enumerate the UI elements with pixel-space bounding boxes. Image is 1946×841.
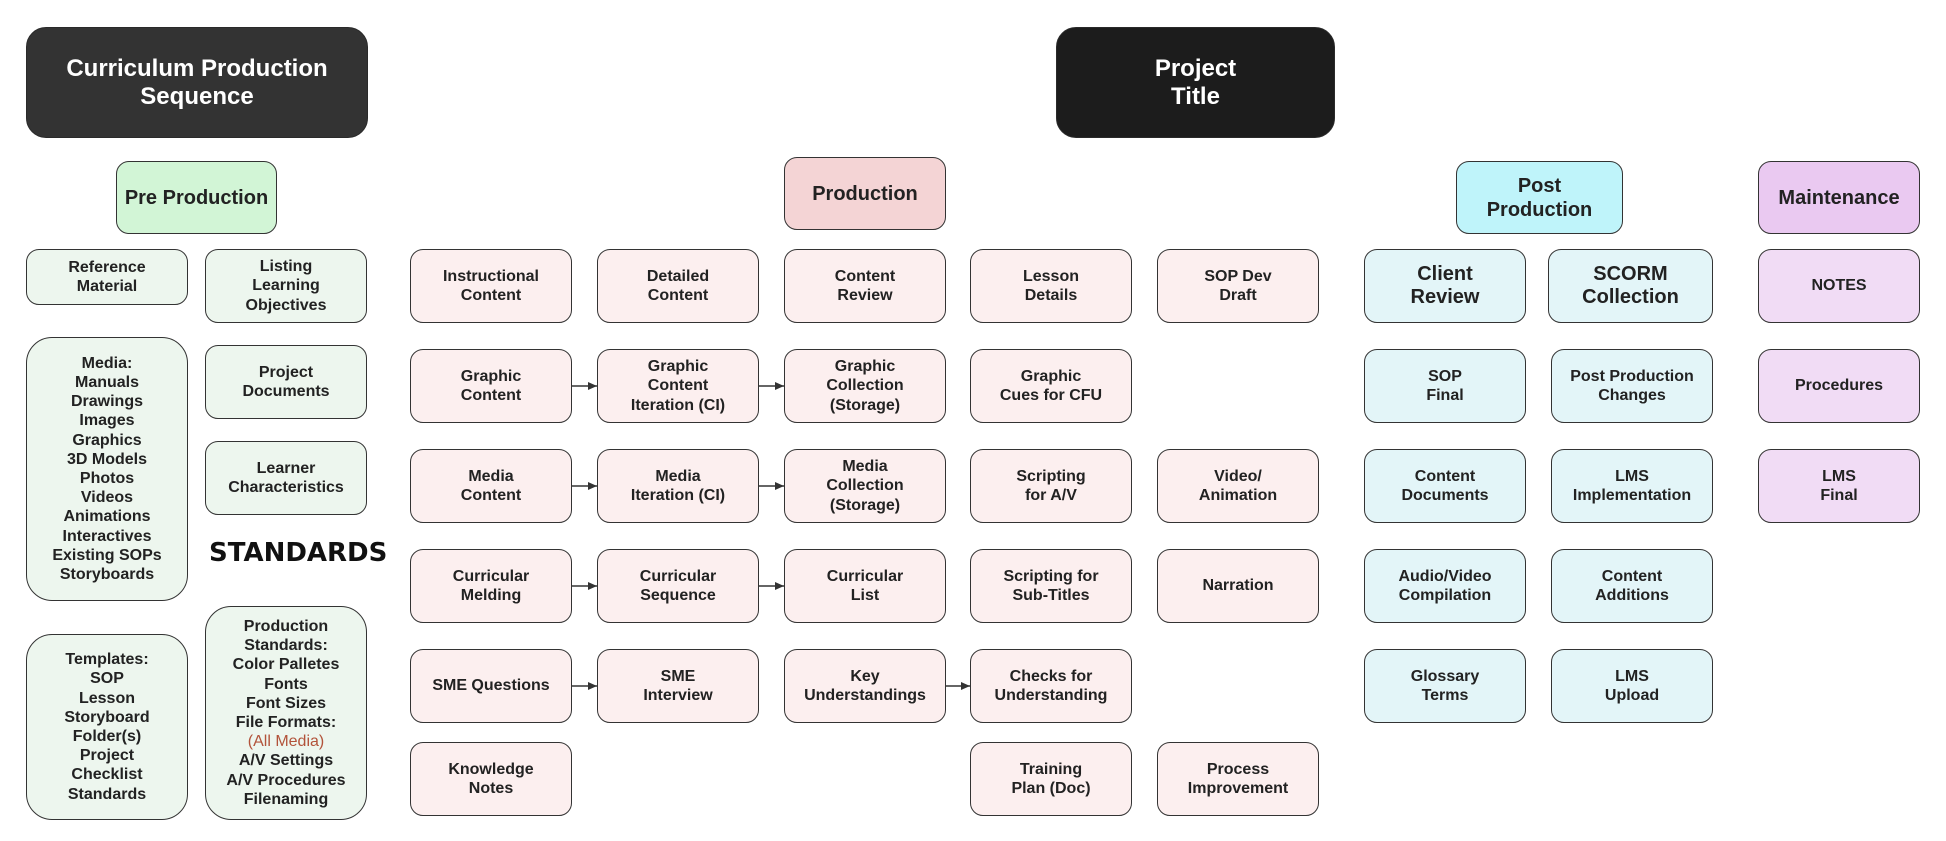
project-documents: Project Documents [205,345,367,419]
detailed-content: Detailed Content [597,249,759,323]
project-title: Project Title [1056,27,1335,138]
lesson-details: Lesson Details [970,249,1132,323]
curricular-sequence: Curricular Sequence [597,549,759,623]
templates-list: Templates: SOP Lesson Storyboard Folder(… [26,634,188,820]
scripting-av: Scripting for A/V [970,449,1132,523]
video-animation: Video/ Animation [1157,449,1319,523]
curriculum-title: Curriculum Production Sequence [26,27,368,138]
notes: NOTES [1758,249,1920,323]
graphic-content: Graphic Content [410,349,572,423]
glossary-terms: Glossary Terms [1364,649,1526,723]
listing-learning-objectives: Listing Learning Objectives [205,249,367,323]
scripting-subtitles: Scripting for Sub-Titles [970,549,1132,623]
narration: Narration [1157,549,1319,623]
key-understandings: Key Understandings [784,649,946,723]
process-improvement: Process Improvement [1157,742,1319,816]
reference-material: Reference Material [26,249,188,305]
maintenance-header: Maintenance [1758,161,1920,234]
content-review: Content Review [784,249,946,323]
production-header: Production [784,157,946,230]
all-media-note: (All Media) [247,733,325,751]
graphic-cues-cfu: Graphic Cues for CFU [970,349,1132,423]
content-additions: Content Additions [1551,549,1713,623]
training-plan: Training Plan (Doc) [970,742,1132,816]
sop-dev-draft: SOP Dev Draft [1157,249,1319,323]
lms-upload: LMS Upload [1551,649,1713,723]
procedures: Procedures [1758,349,1920,423]
curricular-list: Curricular List [784,549,946,623]
client-review: Client Review [1364,249,1526,323]
content-documents: Content Documents [1364,449,1526,523]
production-standards-bottom: A/V Settings A/V Procedures Filenaming [226,752,346,808]
lms-final: LMS Final [1758,449,1920,523]
post-production-changes: Post Production Changes [1551,349,1713,423]
production-standards: Production Standards: Color Palletes Fon… [205,606,367,820]
audio-video-compilation: Audio/Video Compilation [1364,549,1526,623]
instructional-content: Instructional Content [410,249,572,323]
sme-questions: SME Questions [410,649,572,723]
checks-for-understanding: Checks for Understanding [970,649,1132,723]
media-content: Media Content [410,449,572,523]
pre-production-header: Pre Production [116,161,277,234]
scorm-collection: SCORM Collection [1548,249,1713,323]
graphic-content-iteration: Graphic Content Iteration (CI) [597,349,759,423]
sme-interview: SME Interview [597,649,759,723]
post-production-header: Post Production [1456,161,1623,234]
media-collection: Media Collection (Storage) [784,449,946,523]
media-iteration: Media Iteration (CI) [597,449,759,523]
standards-label: STANDARDS [209,538,388,568]
knowledge-notes: Knowledge Notes [410,742,572,816]
graphic-collection: Graphic Collection (Storage) [784,349,946,423]
production-standards-top: Production Standards: Color Palletes Fon… [232,618,340,731]
learner-characteristics: Learner Characteristics [205,441,367,515]
sop-final: SOP Final [1364,349,1526,423]
curricular-melding: Curricular Melding [410,549,572,623]
media-list: Media: Manuals Drawings Images Graphics … [26,337,188,601]
lms-implementation: LMS Implementation [1551,449,1713,523]
